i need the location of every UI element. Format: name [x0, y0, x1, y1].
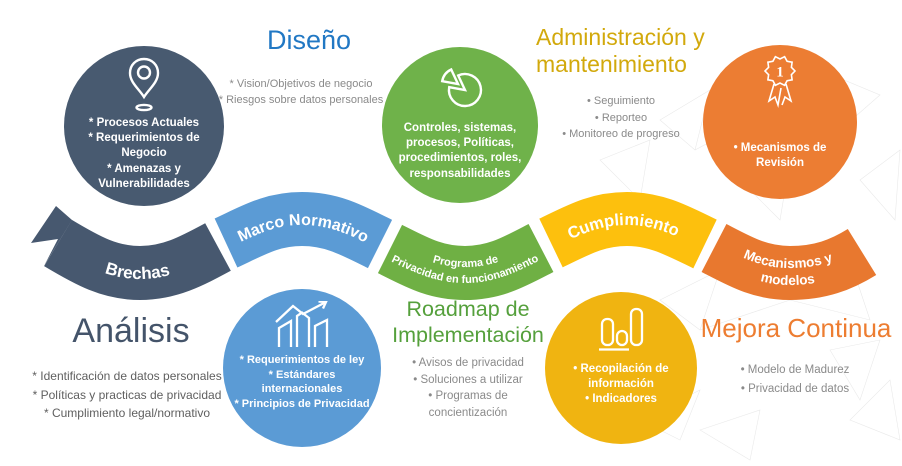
- circle-procesos: * Procesos Actuales * Requerimientos de …: [64, 46, 224, 206]
- ribbon-label-programa-line1: Programa de: [432, 253, 500, 270]
- bar-chart-icon: [599, 307, 644, 351]
- section-title-analisis: Análisis: [72, 312, 190, 350]
- circle-procesos-item: * Requerimientos de Negocio: [88, 132, 200, 160]
- bullet-item: • Programas de concientización: [428, 390, 508, 420]
- analisis-bullets: * Identificación de datos personales * P…: [2, 367, 252, 423]
- circle-recopilacion-item: • Recopilación de información: [573, 363, 669, 391]
- svg-text:1: 1: [776, 65, 784, 81]
- mejora-bullets: • Modelo de Madurez • Privacidad de dato…: [700, 361, 890, 399]
- award-ribbon-icon: 1: [763, 55, 797, 109]
- bullet-item: • Seguimiento: [586, 95, 656, 107]
- ribbon-segment-brechas: [44, 219, 231, 301]
- circle-requerimientos-item: * Requerimientos de ley: [239, 354, 365, 366]
- section-title-administracion: Administración y mantenimiento: [536, 24, 705, 78]
- section-title-mejora-continua: Mejora Continua: [700, 313, 892, 343]
- bullet-item: * Riesgos sobre datos personales: [218, 93, 384, 106]
- circle-procesos-item: * Amenazas y Vulnerabilidades: [98, 162, 190, 190]
- bullet-item: * Identificación de datos personales: [32, 369, 222, 383]
- roadmap-bullets: • Avisos de privacidad • Soluciones a ut…: [389, 355, 547, 422]
- section-title-diseno: Diseño: [266, 25, 352, 55]
- bullet-item: * Políticas y practicas de privacidad: [32, 387, 222, 402]
- pie-chart-icon: [440, 67, 483, 108]
- buildings-growth-icon: [275, 301, 329, 347]
- circle-procesos-item: * Procesos Actuales: [88, 117, 200, 129]
- ribbon-label-mecanismos-line2: modelos: [759, 269, 815, 288]
- bullet-item: • Reporteo: [594, 111, 648, 124]
- circle-requerimientos: * Requerimientos de ley * Estándares int…: [223, 289, 381, 447]
- ribbon-tail: [31, 206, 72, 266]
- circle-controles: Controles, sistemas, procesos, Políticas…: [382, 47, 538, 203]
- location-pin-icon: [128, 57, 160, 112]
- administracion-bullets: • Seguimiento • Reporteo • Monitoreo de …: [538, 93, 704, 143]
- circle-requerimientos-item: * Principios de Privacidad: [234, 397, 370, 410]
- bullet-item: • Soluciones a utilizar: [413, 373, 523, 386]
- circle-recopilacion: • Recopilación de información • Indicado…: [545, 292, 697, 444]
- bullet-item: • Monitoreo de progreso: [562, 128, 680, 140]
- bullet-item: • Privacidad de datos: [740, 382, 850, 395]
- bullet-item: • Modelo de Madurez: [740, 364, 850, 376]
- bullet-item: • Avisos de privacidad: [412, 357, 524, 369]
- bullet-item: * Cumplimiento legal/normativo: [43, 406, 211, 421]
- ribbon-segment-marco-normativo: [214, 191, 393, 269]
- bullet-item: * Vision/Objetivos de negocio: [229, 78, 373, 90]
- circle-requerimientos-item: * Estándares internacionales: [261, 368, 343, 396]
- circle-controles-text: Controles, sistemas, procesos, Políticas…: [398, 122, 522, 180]
- ribbon-segment-mecanismos: [701, 224, 877, 301]
- circle-revision: 1 • Mecanismos de Revisión: [703, 45, 857, 199]
- ribbon-segment-programa: [377, 224, 554, 301]
- section-title-roadmap: Roadmap de Implementación: [392, 297, 544, 348]
- circle-revision-text: • Mecanismos de Revisión: [733, 142, 827, 170]
- ribbon-segment-cumplimiento: [539, 191, 717, 269]
- circle-recopilacion-item: • Indicadores: [585, 393, 657, 406]
- diseno-bullets: * Vision/Objetivos de negocio * Riesgos …: [198, 77, 404, 109]
